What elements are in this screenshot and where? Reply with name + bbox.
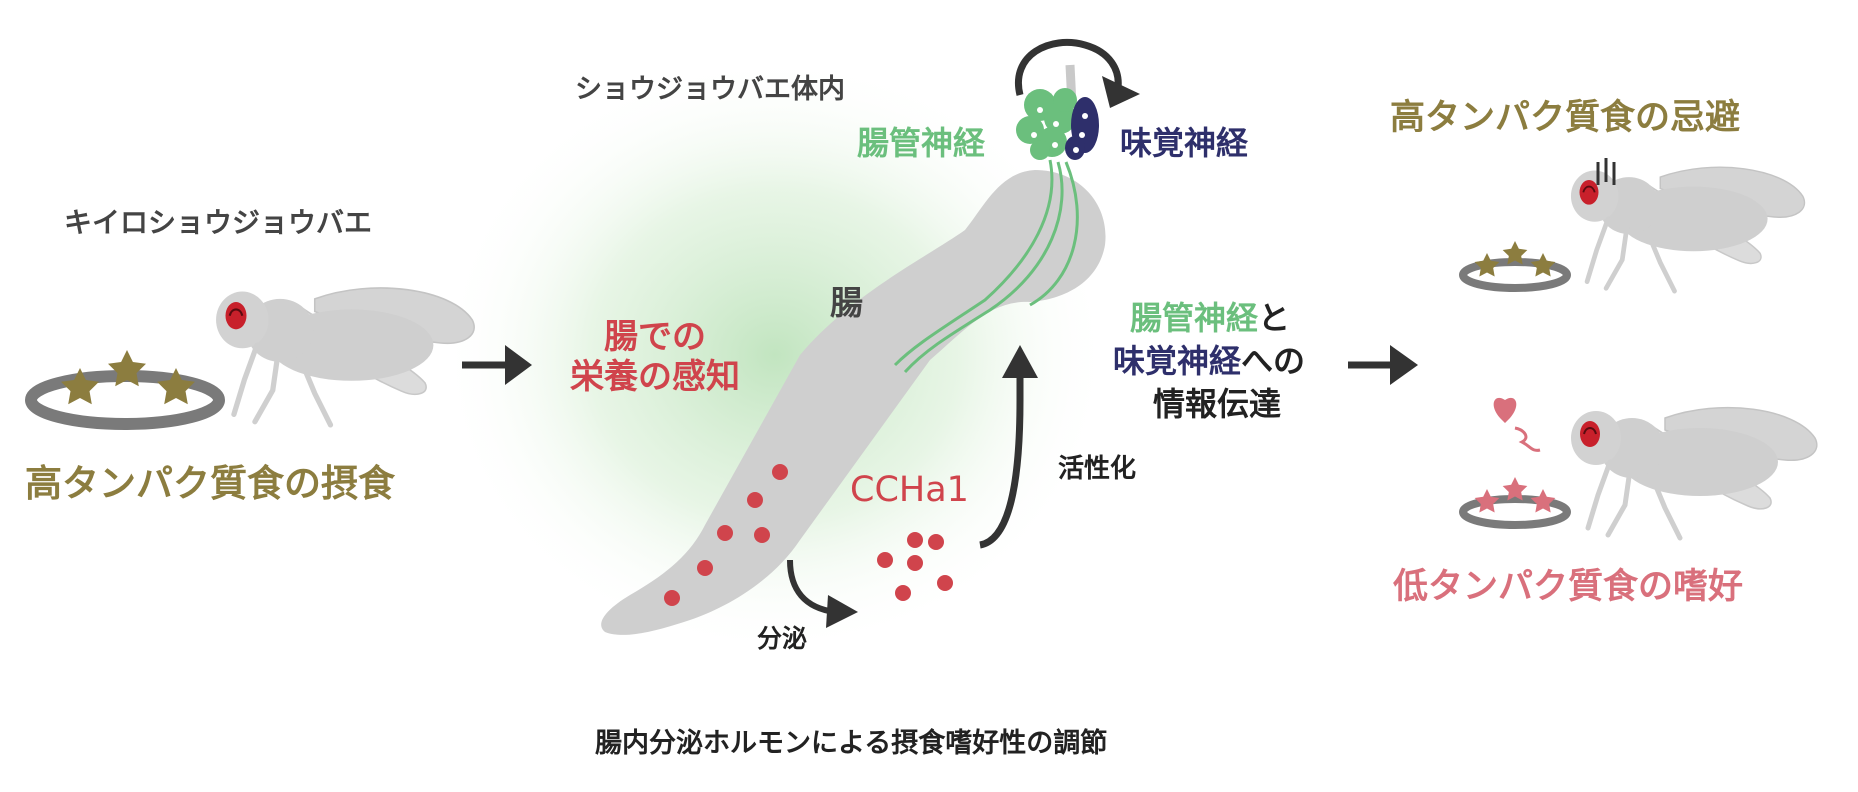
transmit-taste: 味覚神経 — [1113, 342, 1242, 380]
arrow-right-icon-2 — [1348, 345, 1418, 385]
prefer-caption: 低タンパク質食の嗜好 — [1393, 567, 1744, 607]
recoil-marks — [1596, 158, 1616, 185]
enteric-nerve-fibers — [893, 159, 1079, 374]
hormone-dots-secreted — [877, 532, 953, 601]
gut-shape — [601, 170, 1106, 635]
arrow-right-icon-1 — [462, 345, 532, 385]
glow-area — [440, 55, 1110, 655]
transmit-line1: 腸管神経と — [1130, 300, 1290, 337]
sensing-line2: 栄養の感知 — [570, 357, 740, 397]
gut-label: 腸 — [830, 283, 863, 322]
transmit-and: と — [1258, 299, 1291, 337]
curved-arrow-icon-top — [1015, 38, 1140, 108]
fly-icon-left — [216, 288, 474, 425]
sensing-line1: 腸での — [604, 317, 706, 357]
hormone-label: CCHa1 — [850, 470, 969, 510]
transmit-enteric: 腸管神経 — [1130, 299, 1259, 337]
fly-icon-bottom-right — [1571, 408, 1817, 538]
heart-icon — [1493, 397, 1541, 452]
enteric-nerve-label: 腸管神経 — [857, 124, 986, 162]
inside-title: ショウジョウバエ体内 — [575, 74, 845, 105]
food-dish-icon-top-right — [1459, 241, 1571, 292]
transmit-line2: 味覚神経への — [1113, 343, 1305, 380]
fly-icon-top-right — [1571, 167, 1805, 291]
star-icon — [61, 350, 195, 405]
left-caption: 高タンパク質食の摂食 — [25, 462, 395, 505]
transmit-line3: 情報伝達 — [1153, 385, 1282, 423]
avoid-caption: 高タンパク質食の忌避 — [1390, 98, 1741, 138]
left-title: キイロショウジョウバエ — [64, 206, 373, 239]
curved-arrow-icon-activation — [979, 345, 1038, 549]
footer-title: 腸内分泌ホルモンによる摂食嗜好性の調節 — [595, 728, 1108, 759]
food-dish-icon-left — [25, 350, 225, 430]
transmit-to: への — [1241, 342, 1306, 380]
secretion-label: 分泌 — [757, 624, 808, 653]
curved-arrow-icon-secretion — [787, 559, 858, 628]
enteric-ganglion — [1016, 88, 1077, 160]
taste-nerve-label: 味覚神経 — [1120, 124, 1249, 162]
hormone-dots-in-gut — [664, 464, 788, 606]
food-dish-icon-bottom-right — [1459, 477, 1571, 529]
activation-label: 活性化 — [1058, 454, 1137, 484]
